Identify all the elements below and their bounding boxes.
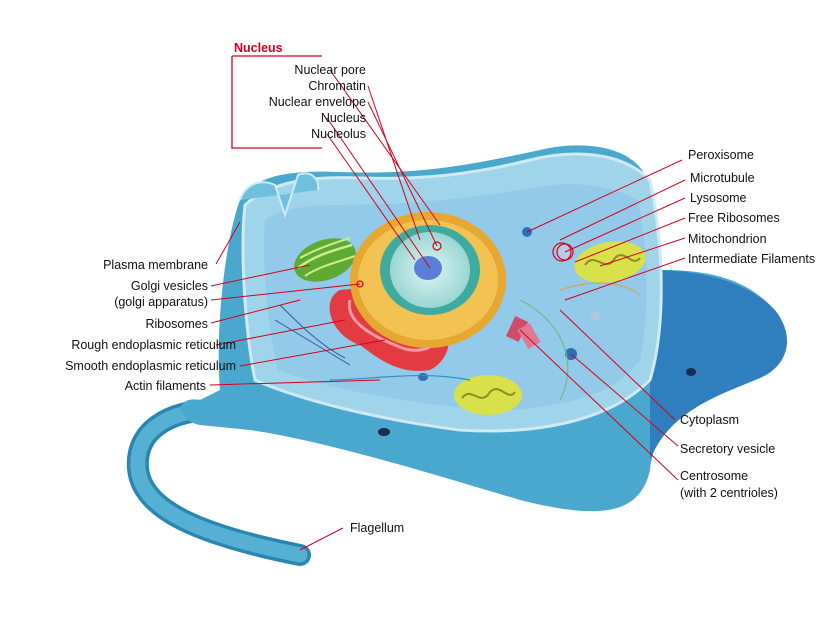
- label-plasma-membrane: Plasma membrane: [103, 258, 208, 272]
- label-golgi-vesicles: Golgi vesicles: [130, 279, 208, 293]
- label-rough-er: Rough endoplasmic reticulum: [71, 338, 236, 352]
- label-actin-filaments: Actin filaments: [124, 379, 206, 393]
- label-secretory-vesicle: Secretory vesicle: [680, 442, 776, 456]
- label-ribosomes: Ribosomes: [145, 317, 208, 331]
- label-chromatin: Chromatin: [308, 79, 366, 93]
- label-golgi-apparatus: (golgi apparatus): [114, 295, 208, 309]
- mitochondrion-shape-1: [574, 241, 646, 283]
- label-nucleus-group: Nucleus: [234, 41, 283, 55]
- golgi-apparatus-shape: [294, 237, 356, 282]
- label-smooth-er: Smooth endoplasmic reticulum: [65, 359, 236, 373]
- leader-lines: [209, 69, 686, 551]
- label-centrosome-note: (with 2 centrioles): [680, 486, 778, 500]
- centrosome-shape: [506, 316, 541, 350]
- label-flagellum: Flagellum: [350, 521, 405, 535]
- label-nucleolus: Nucleolus: [311, 127, 366, 141]
- label-nuclear-envelope: Nuclear envelope: [268, 95, 366, 109]
- nucleus-bracket: [231, 55, 322, 149]
- label-nuclear-pore: Nuclear pore: [294, 63, 366, 77]
- label-lysosome: Lysosome: [690, 191, 747, 205]
- label-free-ribosomes: Free Ribosomes: [688, 211, 780, 225]
- label-centrosome: Centrosome: [680, 469, 749, 483]
- nucleus-shape: [350, 212, 506, 348]
- label-peroxisome: Peroxisome: [688, 148, 754, 162]
- label-intermediate-filaments: Intermediate Filaments: [688, 252, 816, 266]
- label-cytoplasm: Cytoplasm: [680, 413, 740, 427]
- label-microtubule: Microtubule: [690, 171, 755, 185]
- label-nucleus: Nucleus: [320, 111, 366, 125]
- label-mitochondrion: Mitochondrion: [688, 232, 767, 246]
- mitochondrion-shape-2: [454, 375, 522, 415]
